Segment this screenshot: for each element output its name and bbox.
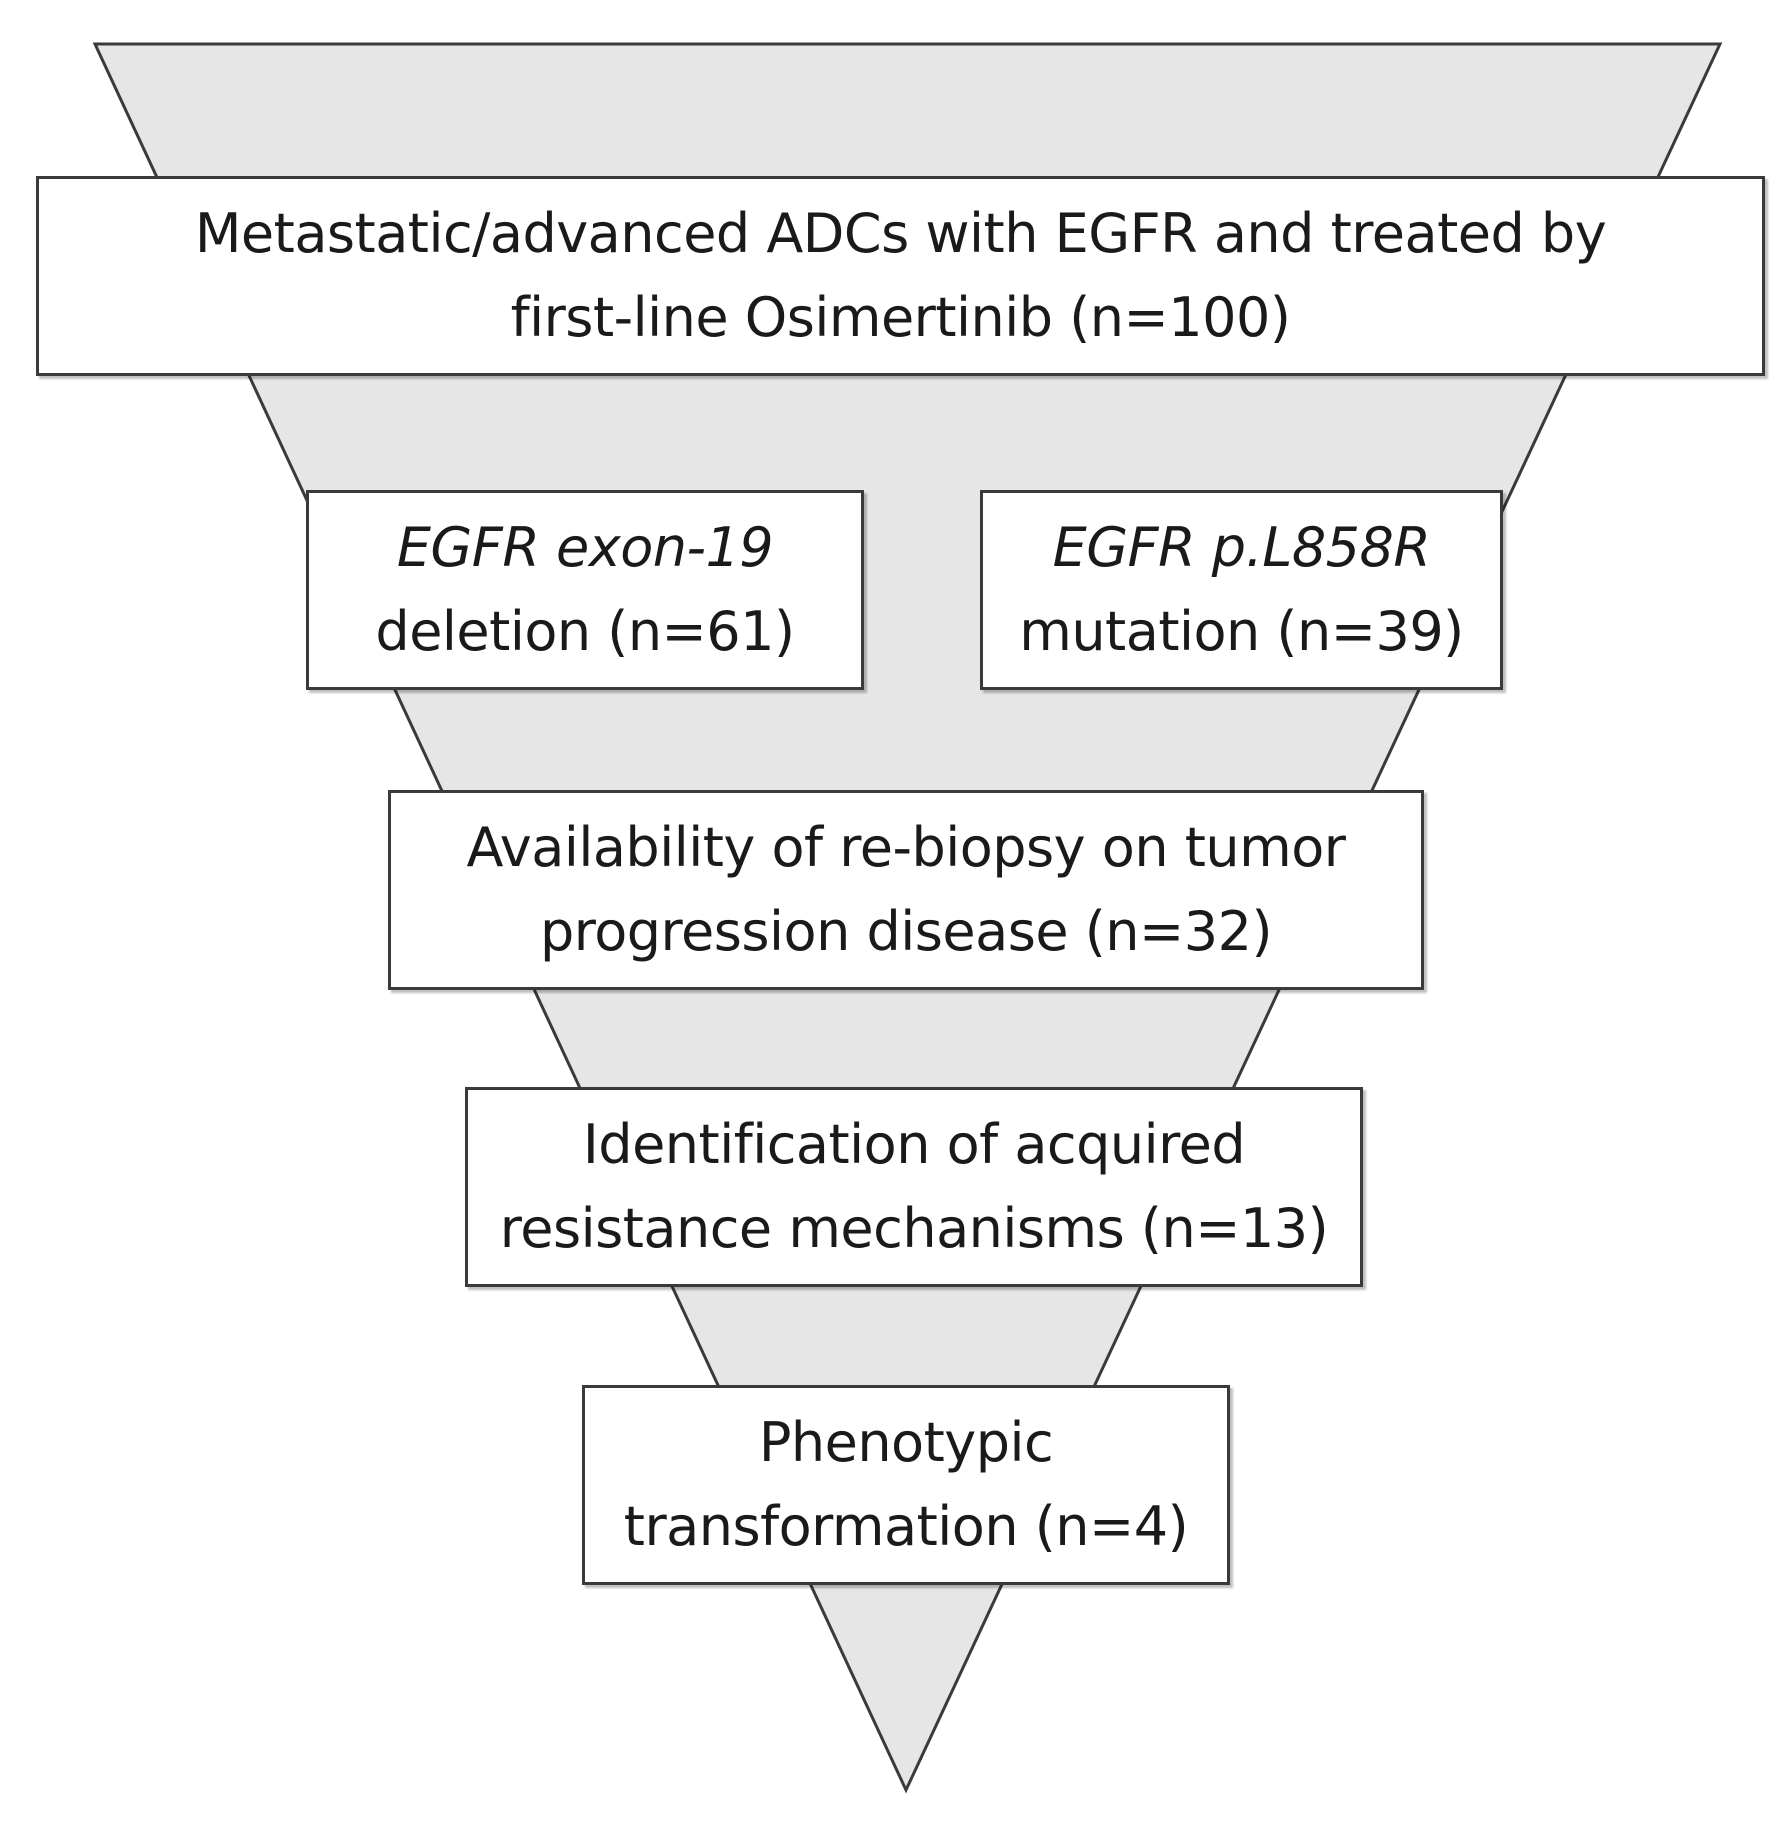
phenotypic-text-line1: Phenotypic xyxy=(758,1411,1054,1474)
exon19-gene-label: EGFR exon-19 xyxy=(396,516,774,579)
l858r-count-label: mutation (n=39) xyxy=(1019,600,1464,663)
rebiopsy-text-line2: progression disease (n=32) xyxy=(539,900,1273,963)
cohort-text-line2: first-line Osimertinib (n=100) xyxy=(510,286,1291,349)
resistance-text-line2: resistance mechanisms (n=13) xyxy=(499,1197,1329,1260)
cohort-text-line1: Metastatic/advanced ADCs with EGFR and t… xyxy=(194,202,1607,265)
l858r-gene-label: EGFR p.L858R xyxy=(1052,516,1431,579)
resistance-text-line1: Identification of acquired xyxy=(582,1113,1246,1176)
rebiopsy-box: Availability of re-biopsy on tumor progr… xyxy=(388,790,1424,990)
phenotypic-transformation-box: Phenotypic transformation (n=4) xyxy=(582,1385,1230,1585)
cohort-box: Metastatic/advanced ADCs with EGFR and t… xyxy=(36,176,1765,376)
phenotypic-text-line2: transformation (n=4) xyxy=(623,1495,1189,1558)
exon19-deletion-box: EGFR exon-19 deletion (n=61) xyxy=(306,490,864,690)
exon19-count-label: deletion (n=61) xyxy=(375,600,795,663)
resistance-mechanisms-box: Identification of acquired resistance me… xyxy=(465,1087,1363,1287)
rebiopsy-text-line1: Availability of re-biopsy on tumor xyxy=(466,816,1346,879)
l858r-mutation-box: EGFR p.L858R mutation (n=39) xyxy=(980,490,1503,690)
